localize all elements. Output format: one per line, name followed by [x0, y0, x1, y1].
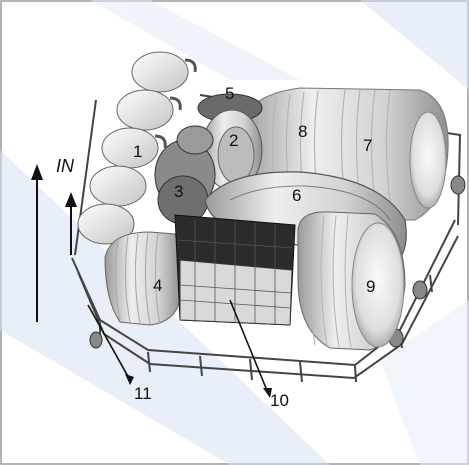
callout-5: 5	[225, 84, 234, 103]
callout-9: 9	[366, 277, 375, 296]
callout-11: 11	[134, 384, 152, 403]
callout-10: 10	[270, 391, 289, 410]
in-direction-indicator: IN	[31, 156, 77, 322]
short-up-arrowhead	[65, 192, 77, 207]
in-label: IN	[56, 156, 75, 176]
callout-4: 4	[153, 276, 162, 295]
callout-8: 8	[298, 122, 307, 141]
small-plates	[104, 231, 183, 326]
callout-3: 3	[174, 182, 183, 201]
cutlery-basket	[174, 214, 296, 326]
right-plates-stack	[297, 211, 406, 351]
callout-1: 1	[133, 142, 142, 161]
callout-6: 6	[292, 186, 301, 205]
callout-7: 7	[363, 136, 372, 155]
long-up-arrowhead	[31, 164, 43, 180]
small-items	[154, 125, 216, 225]
bowls	[197, 93, 263, 191]
callout-2: 2	[229, 131, 238, 150]
cups-row	[77, 51, 197, 245]
dish-rack	[71, 94, 462, 383]
leader-lines	[87, 299, 272, 398]
